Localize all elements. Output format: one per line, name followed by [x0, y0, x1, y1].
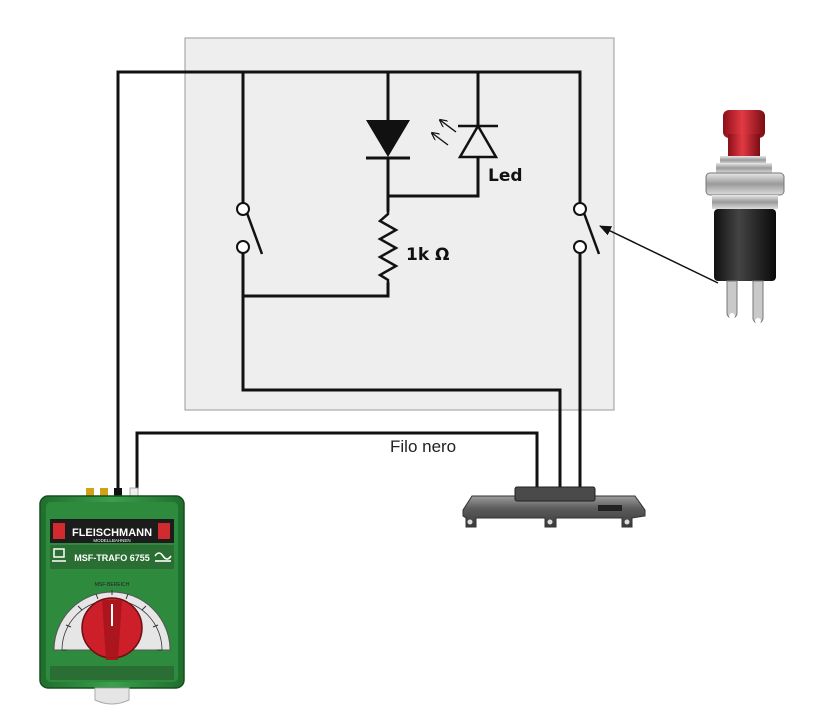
ac-wave-icon: [154, 552, 172, 562]
circuit-panel: [184, 37, 615, 411]
wires: [116, 70, 582, 490]
wire-label: Filo nero: [390, 437, 456, 456]
transformer-image: [39, 487, 185, 705]
push-button-image: [705, 110, 785, 324]
diode-symbol: [366, 120, 410, 160]
track-icon: [52, 548, 66, 562]
transformer-model: MSF-TRAFO 6755: [74, 553, 150, 563]
transformer-sub-brand: MODELLBAHNEN: [93, 538, 130, 543]
transformer-dial-label: MSF-BEREICH: [95, 582, 130, 588]
transformer-brand: FLEISCHMANN: [72, 527, 152, 539]
led-label: Led: [488, 166, 523, 186]
track-decoder-image: [462, 486, 646, 528]
resistor-label: 1k Ω: [406, 245, 450, 265]
left-switch-symbol: [236, 202, 264, 255]
right-switch-symbol: [573, 202, 601, 255]
led-symbol: [432, 120, 499, 159]
resistor-symbol: [377, 210, 399, 284]
pointer-arrow: [599, 225, 719, 284]
